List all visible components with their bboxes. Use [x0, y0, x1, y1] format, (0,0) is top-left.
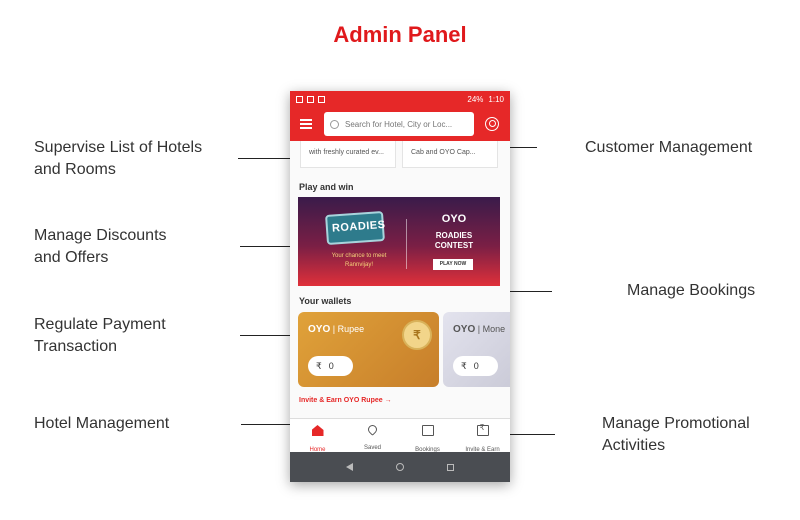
wallet-balance: ₹0 — [308, 356, 353, 376]
heart-icon — [366, 423, 379, 436]
roadies-logo: ROADIES — [325, 211, 386, 245]
search-input[interactable] — [345, 119, 465, 129]
rupee-coin-icon: ₹ — [402, 320, 432, 350]
tab-label: Invite & Earn — [465, 447, 500, 453]
wallet-card-rupee[interactable]: OYO | Rupee ₹ ₹0 — [298, 312, 439, 387]
wallet-brand: OYO — [453, 324, 476, 335]
currency-symbol: ₹ — [316, 360, 322, 371]
tab-saved[interactable]: Saved — [345, 419, 400, 452]
search-icon — [330, 119, 339, 129]
tab-label: Home — [309, 447, 326, 453]
wallet-name: Mone — [482, 324, 506, 334]
status-bar: 24% 1:10 — [290, 91, 510, 107]
currency-symbol: ₹ — [461, 360, 467, 371]
clock: 1:10 — [488, 94, 504, 104]
notification-icon — [296, 95, 303, 103]
annotation-discounts: Manage Discounts and Offers — [34, 227, 167, 266]
invite-earn-link[interactable]: Invite & Earn OYO Rupee → — [299, 397, 392, 404]
tab-label: Saved — [363, 445, 381, 451]
recent-apps-icon[interactable] — [446, 463, 454, 471]
wallet-card-money[interactable]: OYO | Mone ₹0 — [443, 312, 510, 387]
play-and-win-heading: Play and win — [299, 182, 354, 192]
annotation-payment: Regulate Payment Transaction — [34, 316, 166, 355]
tab-label: Bookings — [415, 447, 440, 453]
wallet-brand: OYO — [308, 324, 331, 335]
home-icon — [311, 425, 324, 436]
tab-home[interactable]: Home — [290, 419, 345, 453]
notification-icon — [318, 95, 325, 103]
annotation-customer-management: Customer Management — [585, 139, 753, 156]
notification-icons — [296, 95, 325, 103]
account-icon[interactable] — [485, 117, 499, 131]
connector-bookings — [490, 291, 552, 292]
banner-brand: OYO — [441, 213, 467, 225]
play-now-button[interactable]: PLAY NOW — [433, 259, 473, 270]
hamburger-menu-icon[interactable] — [300, 119, 312, 129]
connector-payment — [240, 335, 302, 336]
connector-discounts — [240, 246, 303, 247]
connector-promotional — [491, 434, 555, 435]
banner-contest-title: ROADIES CONTEST — [434, 231, 474, 250]
bottom-tab-bar: Home Saved Bookings Invite & Earn — [290, 418, 510, 453]
balance-value: 0 — [473, 361, 479, 371]
notification-icon — [307, 95, 314, 103]
phone-mockup: 24% 1:10 with freshly curated ev... Cab … — [290, 91, 510, 482]
wallet-balance: ₹0 — [453, 356, 498, 376]
android-nav-bar — [290, 452, 510, 482]
home-circle-icon[interactable] — [395, 463, 404, 471]
promo-card[interactable]: Cab and OYO Cap... — [402, 141, 498, 168]
promo-card[interactable]: with freshly curated ev... — [300, 141, 396, 168]
roadies-contest-banner[interactable]: ROADIES Your chance to meet Rannvijay! O… — [298, 197, 500, 286]
page-title: Admin Panel — [333, 22, 467, 47]
annotation-bookings: Manage Bookings — [627, 282, 756, 299]
connector-supervise-hotels — [238, 158, 301, 159]
connector-hotel-management — [241, 424, 305, 425]
tab-invite-earn[interactable]: Invite & Earn — [455, 419, 510, 453]
annotation-supervise-hotels: Supervise List of Hotels and Rooms — [34, 139, 203, 178]
search-bar[interactable] — [324, 112, 474, 136]
wallets-heading: Your wallets — [299, 296, 352, 306]
banner-tagline: Your chance to meet Rannvijay! — [331, 253, 387, 268]
tab-bookings[interactable]: Bookings — [400, 419, 455, 453]
balance-value: 0 — [328, 361, 334, 371]
battery-level: 24% — [467, 94, 484, 104]
annotation-hotel-management: Hotel Management — [34, 415, 170, 432]
back-icon[interactable] — [346, 463, 354, 471]
annotation-promotional: Manage Promotional Activities — [602, 415, 750, 454]
banner-divider — [406, 219, 407, 269]
app-bar — [290, 107, 510, 141]
gift-icon — [476, 423, 489, 436]
wallet-name: Rupee — [337, 324, 365, 334]
briefcase-icon — [421, 425, 434, 436]
home-content: with freshly curated ev... Cab and OYO C… — [290, 141, 510, 418]
